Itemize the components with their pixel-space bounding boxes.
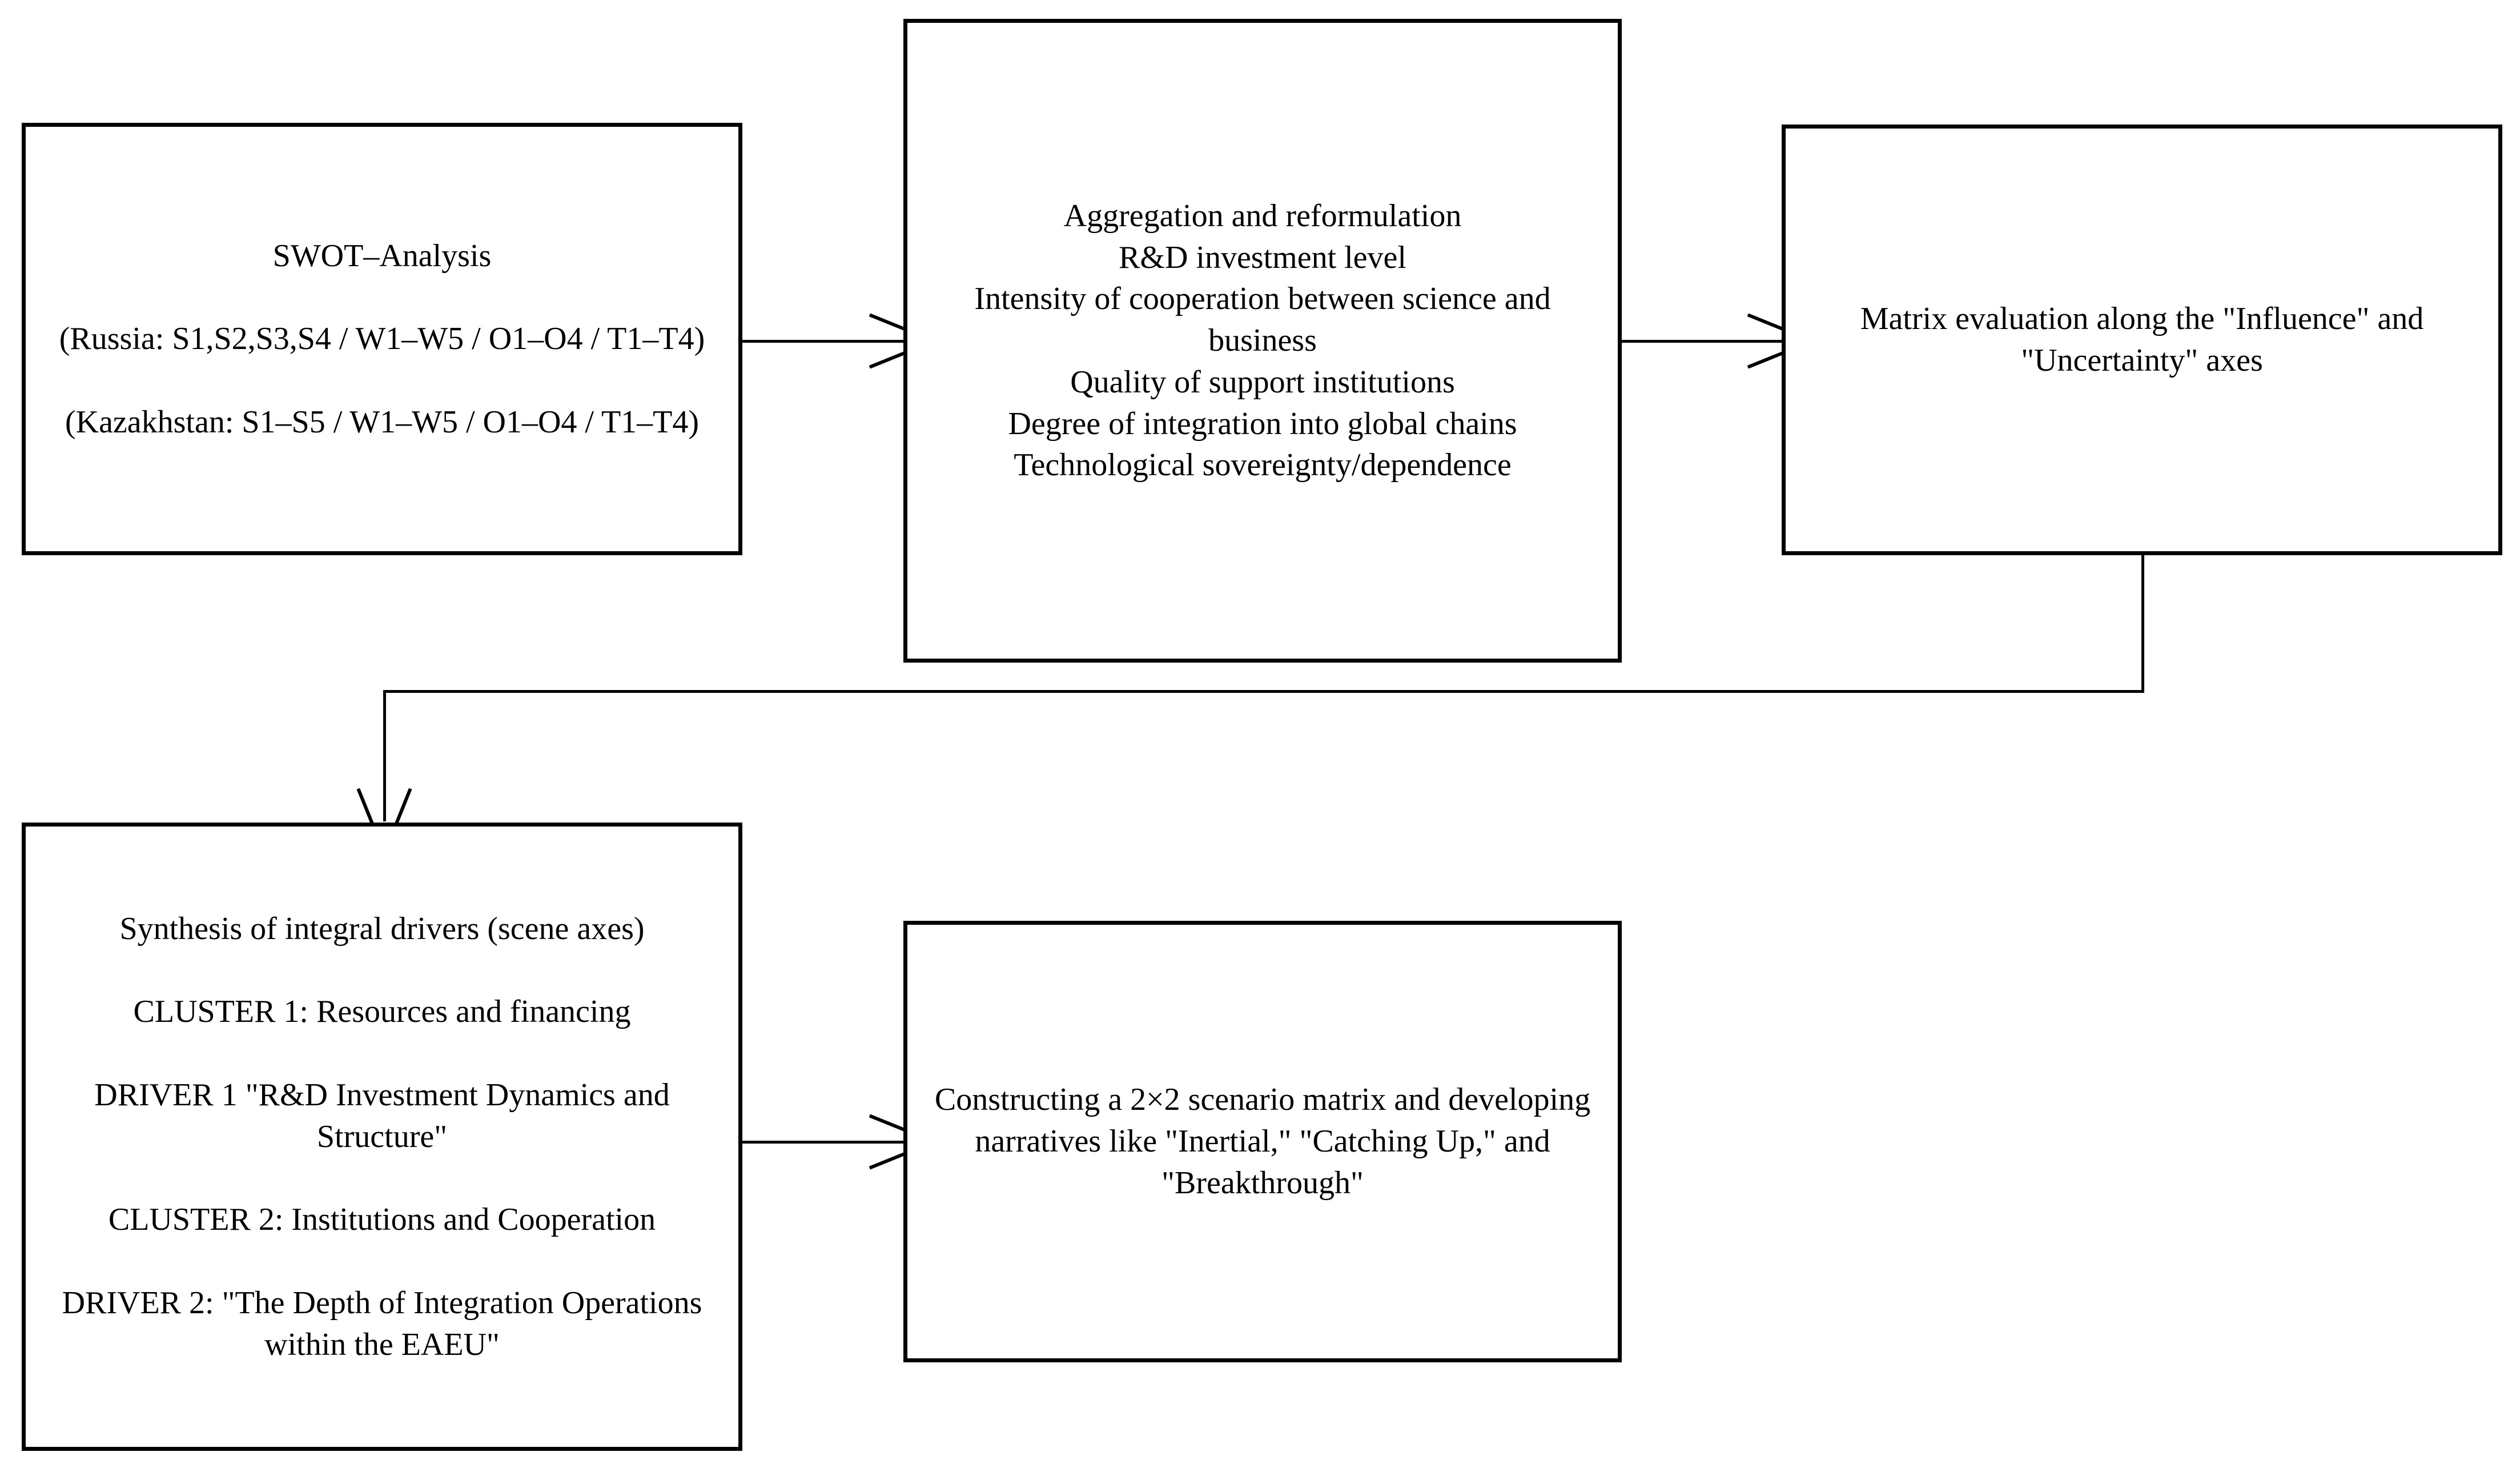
edge-swot-to-factors-line bbox=[742, 340, 903, 343]
node-matrix-evaluation[interactable]: Matrix evaluation along the "Influence" … bbox=[1782, 125, 2502, 555]
edge-factors-to-matrix-line bbox=[1622, 340, 1782, 343]
node-swot-analysis[interactable]: SWOT–Analysis (Russia: S1,S2,S3,S4 / W1–… bbox=[22, 123, 742, 555]
edge-drivers-to-scenarios-line bbox=[742, 1141, 903, 1144]
node-swot-analysis-label: SWOT–Analysis (Russia: S1,S2,S3,S4 / W1–… bbox=[59, 238, 705, 440]
edge-matrix-to-drivers-segment-down-right bbox=[2141, 555, 2144, 690]
node-scenario-matrix-construction-label: Constructing a 2×2 scenario matrix and d… bbox=[934, 1082, 1591, 1201]
node-driver-synthesis[interactable]: Synthesis of integral drivers (scene axe… bbox=[22, 823, 742, 1451]
edge-matrix-to-drivers-segment-down-left bbox=[383, 690, 386, 821]
node-scenario-matrix-construction[interactable]: Constructing a 2×2 scenario matrix and d… bbox=[903, 921, 1622, 1362]
node-driver-synthesis-label: Synthesis of integral drivers (scene axe… bbox=[62, 911, 702, 1362]
edge-matrix-to-drivers-segment-left bbox=[383, 690, 2144, 693]
node-factor-aggregation[interactable]: Aggregation and reformulation R&D invest… bbox=[903, 19, 1622, 663]
node-matrix-evaluation-label: Matrix evaluation along the "Influence" … bbox=[1860, 301, 2424, 378]
node-factor-aggregation-label: Aggregation and reformulation R&D invest… bbox=[974, 198, 1551, 483]
